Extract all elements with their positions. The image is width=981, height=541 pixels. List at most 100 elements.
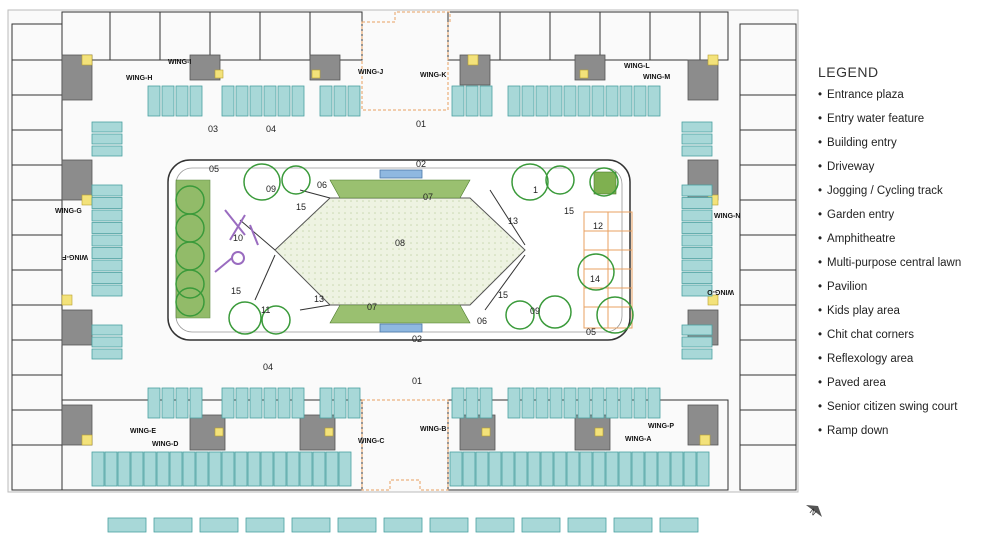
parking-bay: [633, 387, 647, 419]
parking-bay: [291, 387, 305, 419]
parking-bay: [681, 121, 713, 133]
wing-m-label: WING-M: [643, 74, 670, 81]
parking-bay: [429, 517, 469, 533]
zone-04-bottom: 04: [263, 362, 273, 372]
parking-bay: [91, 247, 123, 259]
parking-bay: [117, 451, 131, 487]
parking-bay: [681, 222, 713, 234]
parking-bay: [199, 517, 239, 533]
tree: [596, 296, 634, 334]
tree: [243, 163, 281, 201]
parking-bay: [566, 451, 580, 487]
legend: LEGEND Entrance plazaEntry water feature…: [818, 64, 978, 448]
parking-bay: [333, 387, 347, 419]
parking-bay: [91, 336, 123, 348]
building-entries: [61, 54, 719, 446]
parking-bay: [577, 387, 591, 419]
tree: [281, 165, 311, 195]
tree: [261, 305, 291, 335]
wing-j-label: WING-J: [358, 69, 383, 76]
parking-bay: [579, 451, 593, 487]
north-label: N: [808, 507, 818, 518]
legend-item: Jogging / Cycling track: [818, 184, 978, 208]
legend-title: LEGEND: [818, 64, 879, 80]
parking-bay: [195, 451, 209, 487]
trees: [175, 163, 634, 335]
parking-bay: [91, 451, 105, 487]
parking-bay: [619, 85, 633, 117]
parking-bay: [657, 451, 671, 487]
zone-15-b: 15: [231, 286, 241, 296]
parking-bay: [488, 451, 502, 487]
parking-bay: [91, 184, 123, 197]
clubhouse-outline: [361, 11, 451, 491]
parking-bay: [681, 272, 713, 284]
parking-bay: [681, 336, 713, 348]
wing-l-label: WING-L: [624, 63, 650, 70]
parking-bay: [681, 348, 713, 360]
zone-04-top: 04: [266, 124, 276, 134]
parking-bay: [319, 387, 333, 419]
parking-bay: [299, 451, 313, 487]
parking-bay: [291, 85, 305, 117]
parking-bay: [647, 387, 661, 419]
parking-bay: [670, 451, 684, 487]
zone-08: 08: [395, 238, 405, 248]
parking-bay: [521, 85, 535, 117]
parking-bays: [91, 85, 713, 533]
parking-bay: [245, 517, 285, 533]
parking-bay: [507, 85, 521, 117]
parking-bay: [91, 324, 123, 336]
parking-bay: [591, 85, 605, 117]
parking-bay: [153, 517, 193, 533]
parking-bay: [681, 209, 713, 222]
legend-item: Entrance plaza: [818, 88, 978, 112]
wing-i-label: WING-I: [168, 59, 191, 66]
parking-bay: [91, 272, 123, 284]
wing-p-label: WING-P: [648, 423, 674, 430]
parking-bay: [681, 259, 713, 272]
parking-bay: [235, 85, 249, 117]
parking-bay: [221, 387, 235, 419]
parking-bay: [619, 387, 633, 419]
parking-bay: [605, 85, 619, 117]
parking-bay: [479, 85, 493, 117]
parking-bay: [577, 85, 591, 117]
parking-bay: [221, 451, 235, 487]
wing-g-label: WING-G: [55, 208, 82, 215]
parking-bay: [633, 85, 647, 117]
legend-item: Chit chat corners: [818, 328, 978, 352]
parking-bay: [260, 451, 274, 487]
parking-bay: [104, 451, 118, 487]
zone-15-d: 15: [498, 290, 508, 300]
parking-bay: [681, 324, 713, 336]
legend-item: Pavilion: [818, 280, 978, 304]
parking-bay: [451, 387, 465, 419]
parking-bay: [567, 517, 607, 533]
zone-10: 10: [233, 233, 243, 243]
parking-bay: [130, 451, 144, 487]
tree: [175, 287, 205, 317]
parking-bay: [291, 517, 331, 533]
zone-01-top: 01: [416, 119, 426, 129]
parking-bay: [147, 85, 161, 117]
parking-bay: [681, 133, 713, 145]
tree: [545, 165, 575, 195]
parking-bay: [169, 451, 183, 487]
parking-bay: [527, 451, 541, 487]
parking-bay: [91, 284, 123, 297]
tree: [511, 163, 549, 201]
parking-bay: [182, 451, 196, 487]
zone-05-left: 05: [209, 164, 219, 174]
wing-k-label: WING-K: [420, 72, 446, 79]
kids-play-area: [214, 209, 259, 273]
legend-item: Senior citizen swing court: [818, 400, 978, 424]
zone-1: 1: [533, 185, 538, 195]
parking-bay: [189, 85, 203, 117]
zone-06-right: 06: [477, 316, 487, 326]
zone-15-a: 15: [296, 202, 306, 212]
tower-outlines: [11, 11, 797, 491]
parking-bay: [696, 451, 710, 487]
parking-bay: [618, 451, 632, 487]
